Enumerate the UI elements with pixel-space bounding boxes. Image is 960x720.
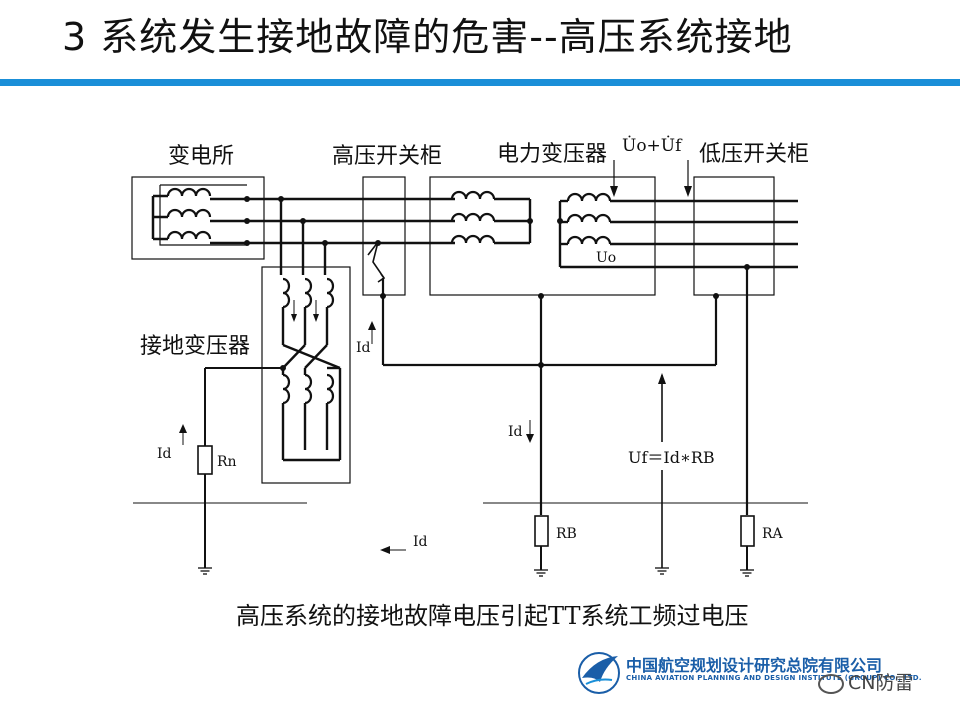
id-hv-label: Id — [356, 340, 371, 356]
grounding-transformer-block — [261, 199, 351, 484]
neutral-rn-circuit — [179, 367, 283, 568]
ground-symbol-rn — [197, 567, 213, 575]
uf-formula-label: Uf＝Id∗RB — [628, 448, 715, 467]
hv-switchgear-block — [362, 176, 406, 296]
title-divider — [0, 79, 960, 86]
rb-label: RB — [556, 526, 577, 542]
id-bottom-arrow — [380, 546, 406, 554]
uo-label: Uo — [596, 250, 616, 266]
ground-symbol-ra — [739, 569, 755, 577]
hv-bus-lines — [210, 197, 455, 245]
watermark: CN防雷 — [818, 668, 913, 695]
lv-switchgear-block — [684, 160, 775, 296]
id-bottom-label: Id — [413, 534, 428, 550]
ra-resistor — [740, 515, 755, 570]
page-title: 3 系统发生接地故障的危害--高压系统接地 — [62, 15, 793, 59]
rb-resistor — [534, 515, 549, 570]
logo-company-cn: 中国航空规划设计研究总院有限公司 — [626, 656, 883, 675]
logo-company-en: CHINA AVIATION PLANNING AND DESIGN INSTI… — [626, 674, 922, 682]
voltage-sum-label: U̇o+U̇f — [622, 136, 683, 156]
ground-symbol-rb — [533, 569, 549, 577]
fault-path-wiring — [368, 267, 749, 515]
watermark-text: CN防雷 — [848, 672, 914, 694]
lv-bus-lines — [560, 199, 798, 269]
power-transformer-block — [429, 160, 656, 296]
uf-measurement — [658, 373, 666, 568]
id-mid-label: Id — [508, 424, 523, 440]
wechat-icon — [818, 673, 844, 694]
aviation-wing-logo-icon — [578, 652, 620, 694]
ra-label: RA — [762, 526, 784, 542]
company-logo: 中国航空规划设计研究总院有限公司 CHINA AVIATION PLANNING… — [574, 646, 954, 712]
lv-switchgear-label: 低压开关柜 — [699, 142, 809, 167]
substation-label: 变电所 — [168, 144, 234, 169]
id-left-label: Id — [157, 446, 172, 462]
rn-label: Rn — [217, 454, 237, 470]
substation-block — [131, 176, 265, 260]
diagram-caption: 高压系统的接地故障电压引起TT系统工频过电压 — [236, 602, 749, 630]
power-transformer-label: 电力变压器 — [497, 142, 607, 167]
ground-symbol-uf — [654, 567, 670, 575]
grounding-transformer-label: 接地变压器 — [140, 334, 250, 359]
hv-switchgear-label: 高压开关柜 — [332, 144, 442, 169]
